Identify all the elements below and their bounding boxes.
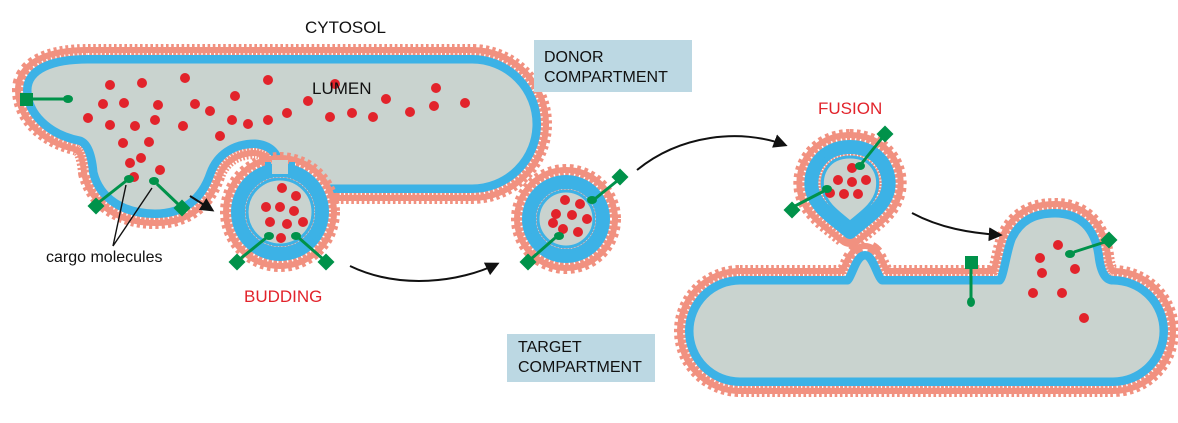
receptor-vesicle-lower [519, 232, 564, 271]
budding-label: BUDDING [244, 287, 322, 306]
target-label-box [507, 334, 655, 382]
transport-vesicle-cargo [548, 195, 592, 237]
arrow-to-vesicle [349, 262, 500, 282]
cargo-molecules-label: cargo molecules [46, 249, 163, 266]
cargo-pointer-right [112, 187, 153, 247]
receptor-fusion-lower [783, 185, 832, 219]
receptor-fusion-upper [855, 125, 894, 170]
cytosol-label: CYTOSOL [305, 18, 386, 37]
arrow-to-budding [189, 195, 215, 212]
budding-cargo-molecules [261, 183, 308, 243]
fusion-vesicle-cargo [825, 163, 871, 199]
receptor-left-edge [20, 93, 73, 106]
receptor-bud-left [87, 175, 134, 215]
target-compartment [692, 216, 1161, 379]
lumen-label: LUMEN [312, 79, 372, 98]
receptor-budding-right [291, 232, 335, 271]
cargo-pointer-left [112, 184, 127, 247]
target-cargo-molecules [1028, 240, 1089, 323]
arrow-to-target [911, 212, 1003, 242]
fusion-vesicle [793, 129, 907, 250]
donor-label-box [534, 40, 692, 92]
target-label-line1: TARGET [518, 339, 582, 356]
receptor-bud-right [149, 177, 191, 217]
receptor-target-membrane [965, 256, 978, 307]
target-label-line2: COMPARTMENT [518, 359, 642, 376]
donor-cargo-molecules [83, 73, 470, 182]
fusion-label: FUSION [818, 99, 882, 118]
arrow-to-fusion [636, 134, 788, 171]
receptor-vesicle-upper [587, 168, 629, 204]
donor-label-line1: DONOR [544, 49, 604, 66]
donor-label-line2: COMPARTMENT [544, 69, 668, 86]
receptor-budding-left [228, 232, 274, 271]
